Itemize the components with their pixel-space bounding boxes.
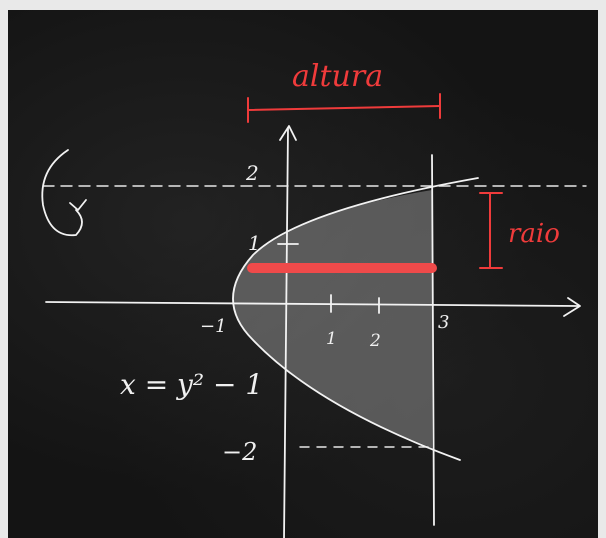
line-x-3 (431, 154, 435, 526)
tick-label-x-1: 1 (326, 329, 337, 349)
tick-label-y-1: 1 (248, 231, 261, 255)
y-axis-arrow (279, 125, 297, 141)
parabola-curve (232, 177, 479, 461)
tick-label-x-3: 3 (438, 312, 449, 333)
tick-label-y-2: 2 (245, 161, 259, 185)
altura-bracket-line (247, 105, 441, 111)
rotation-arrow-icon (41, 149, 83, 237)
tick-label-y-neg2: −2 (222, 438, 257, 466)
tick-label-x-2: 2 (369, 331, 381, 351)
label-altura: altura (292, 59, 383, 94)
rotation-arrow-head (69, 199, 87, 211)
label-raio: raio (508, 219, 560, 249)
chalkboard: altura raio x = y² − 1 2 1 −2 −1 1 2 3 (8, 10, 598, 538)
x-axis (45, 301, 579, 307)
diagram-canvas: altura raio x = y² − 1 2 1 −2 −1 1 2 3 (41, 59, 587, 538)
tick-label-x-neg1: −1 (200, 316, 227, 337)
label-equation: x = y² − 1 (120, 368, 263, 401)
x-axis-arrow (563, 297, 581, 317)
y-axis (283, 127, 289, 538)
shaded-region (233, 190, 432, 448)
